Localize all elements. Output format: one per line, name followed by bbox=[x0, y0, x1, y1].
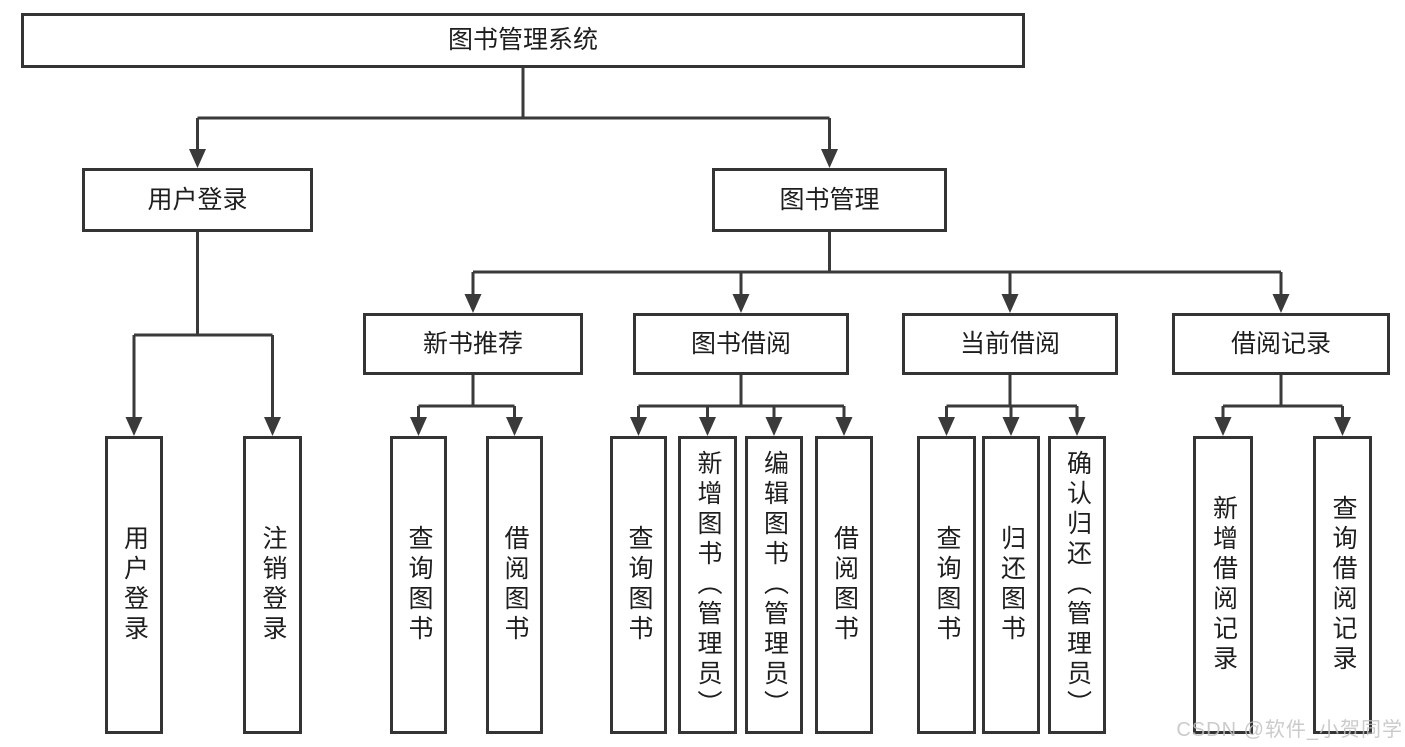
leaf-query-books-recommend: 查询图书 bbox=[390, 436, 447, 734]
leaf-add-book-admin: 新增图书（管理员） bbox=[678, 436, 737, 734]
leaf-return-book: 归还图书 bbox=[982, 436, 1040, 734]
leaf-user-login: 用户登录 bbox=[105, 436, 163, 734]
leaf-add-borrow-record: 新增借阅记录 bbox=[1193, 436, 1253, 734]
node-root: 图书管理系统 bbox=[21, 13, 1025, 68]
node-borrow-records: 借阅记录 bbox=[1172, 313, 1390, 375]
leaf-confirm-return-admin: 确认归还（管理员） bbox=[1048, 436, 1106, 734]
leaf-logout: 注销登录 bbox=[243, 436, 302, 734]
node-user-login: 用户登录 bbox=[82, 168, 313, 232]
leaf-query-books-current: 查询图书 bbox=[917, 436, 976, 734]
leaf-edit-book-admin: 编辑图书（管理员） bbox=[745, 436, 803, 734]
leaf-borrow-books: 借阅图书 bbox=[815, 436, 873, 734]
leaf-query-borrow-record: 查询借阅记录 bbox=[1313, 436, 1372, 734]
node-current-borrow: 当前借阅 bbox=[902, 313, 1118, 375]
leaf-query-books-borrow: 查询图书 bbox=[610, 436, 667, 734]
arrowheads bbox=[125, 149, 1351, 436]
csdn-watermark: CSDN @软件_小贺同学 bbox=[1176, 719, 1403, 741]
node-book-management: 图书管理 bbox=[712, 168, 947, 232]
node-book-borrow: 图书借阅 bbox=[633, 313, 849, 375]
node-new-book-recommend: 新书推荐 bbox=[363, 313, 583, 375]
leaf-borrow-books-recommend: 借阅图书 bbox=[486, 436, 543, 734]
